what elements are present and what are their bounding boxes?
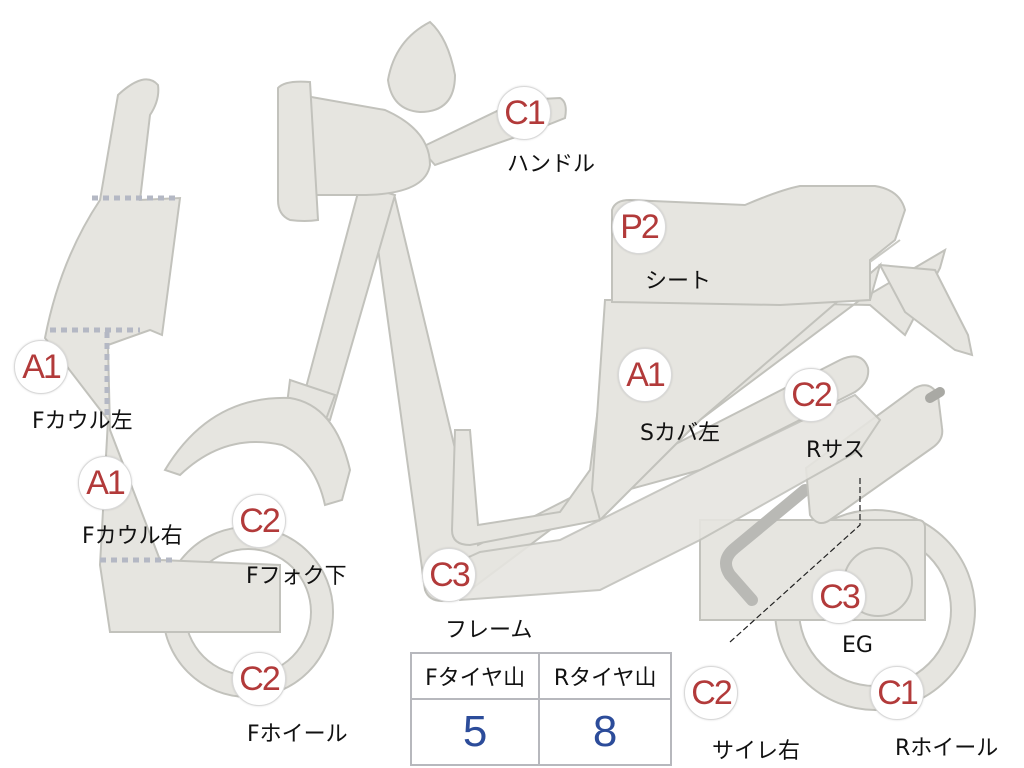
part-label-muffler-right: サイレ右 [712,739,801,764]
grade-badge-f-cowl-right[interactable]: A1 [78,456,132,510]
tire-tread-value-row: 5 8 [409,698,672,766]
part-label-engine: EG [842,633,873,658]
grade-badge-r-wheel[interactable]: C1 [870,666,924,720]
front-tread-value: 5 [409,698,541,766]
grade-badge-r-suspension[interactable]: C2 [784,368,838,422]
part-label-frame: フレーム [445,618,533,643]
grade-badge-muffler-right[interactable]: C2 [684,666,738,720]
grade-badge-handle[interactable]: C1 [497,86,551,140]
part-label-s-cover-left: Sカバ左 [640,421,720,446]
frame [370,196,882,602]
front-tread-header: Fタイヤ山 [409,652,541,700]
part-label-f-fork-lower: Fフォク下 [246,564,347,589]
part-label-f-cowl-right: Fカウル右 [82,524,183,549]
front-cowl [43,78,281,633]
part-label-f-wheel: Fホイール [247,722,348,747]
grade-badge-f-cowl-left[interactable]: A1 [14,340,68,394]
grade-badge-s-cover-left[interactable]: A1 [618,348,672,402]
seat [611,185,907,307]
part-label-r-wheel: Rホイール [895,736,999,761]
side-cover [450,247,974,547]
front-fender [163,396,352,507]
grade-badge-f-fork-lower[interactable]: C2 [232,494,286,548]
part-label-r-suspension: Rサス [806,438,865,463]
grade-badge-frame[interactable]: C3 [422,548,476,602]
part-label-f-cowl-left: Fカウル左 [32,409,133,434]
part-label-handle: ハンドル [507,152,596,177]
tire-tread-table: Fタイヤ山 Rタイヤ山 5 8 [409,652,672,766]
grade-badge-f-wheel[interactable]: C2 [232,652,286,706]
rear-suspension [804,384,945,525]
grade-badge-engine[interactable]: C3 [812,570,866,624]
muffler-leader-line [729,478,861,643]
rear-tread-header: Rタイヤ山 [538,652,672,700]
grade-badge-seat[interactable]: P2 [612,200,666,254]
part-label-seat: シート [645,269,712,294]
tire-tread-header-row: Fタイヤ山 Rタイヤ山 [409,652,672,700]
rear-tread-value: 8 [538,698,672,766]
